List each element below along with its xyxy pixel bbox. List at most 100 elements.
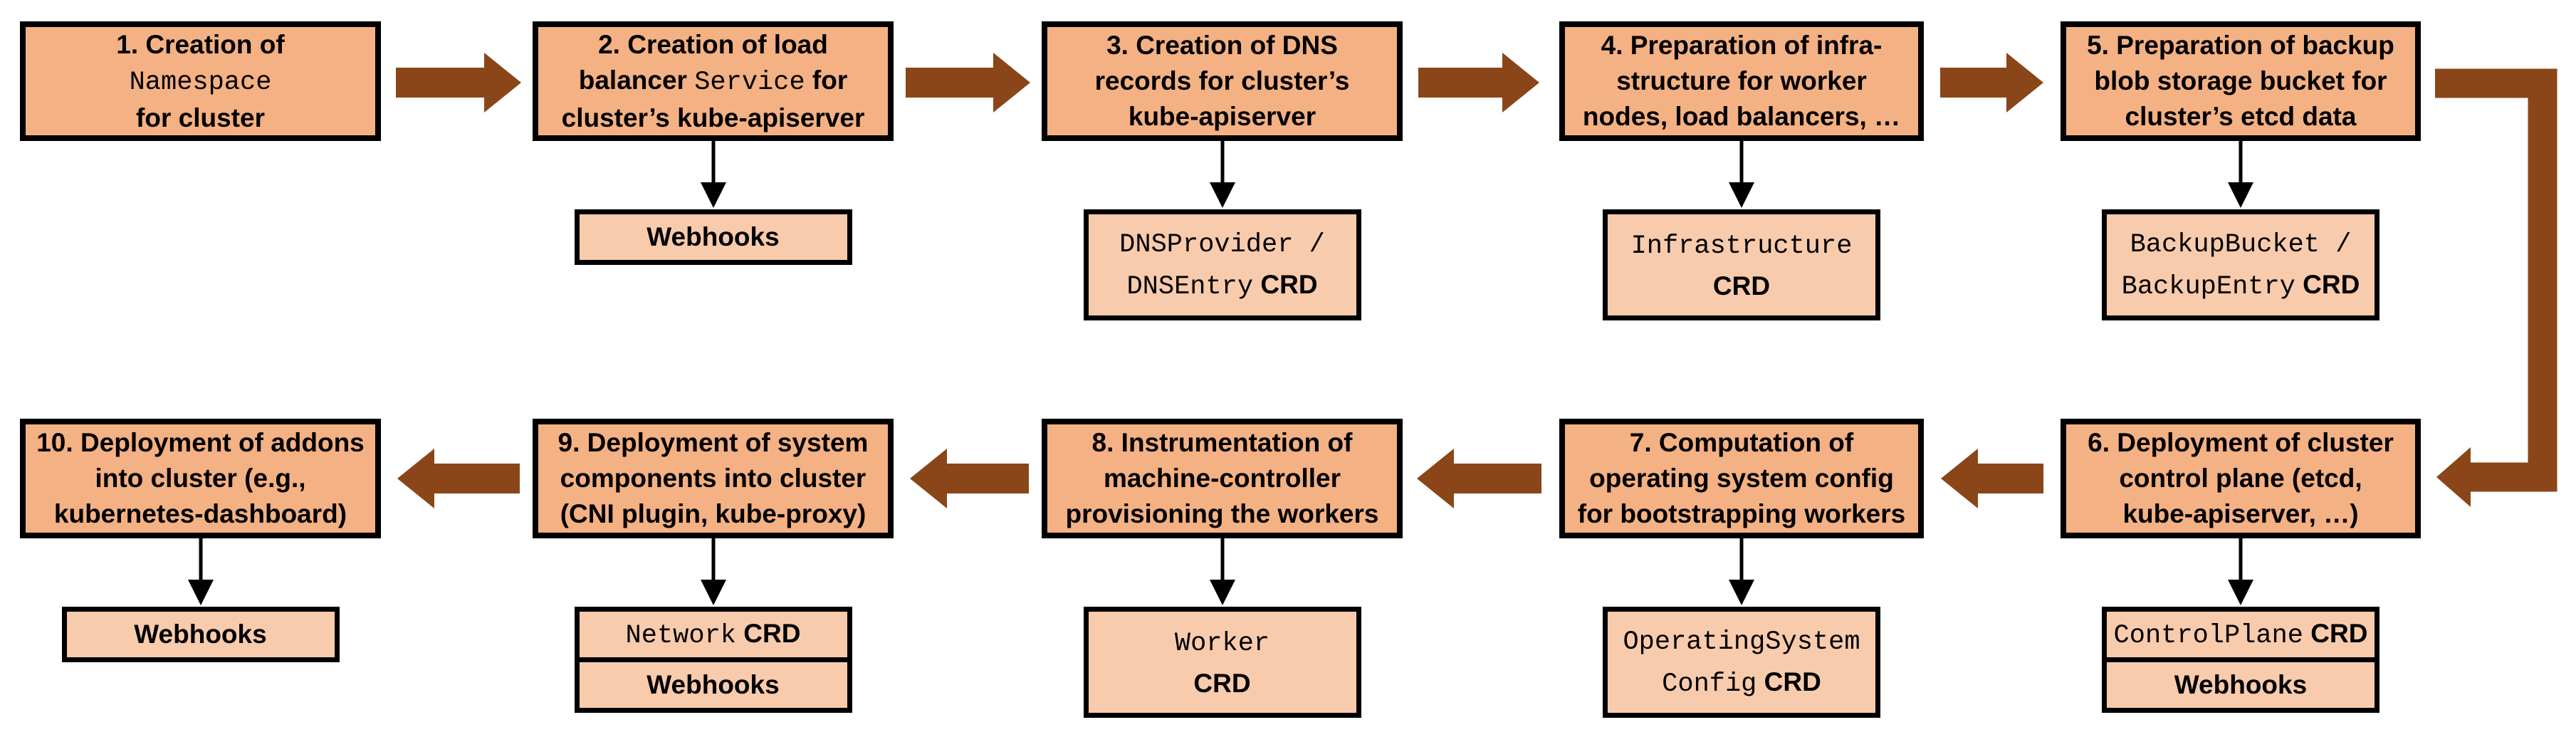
backup-crd-line-1: BackupBucket / [2130, 223, 2352, 265]
step-2-line-2: balancer Service for [579, 63, 848, 100]
down-arrow-icon [1209, 538, 1235, 605]
step-1: 1. Creation of Namespace for cluster [20, 21, 381, 141]
down-arrow-icon [700, 538, 726, 605]
step-2-box: 2. Creation of load balancer Service for… [533, 21, 894, 141]
flow-arrow-right-3-4-icon [1418, 53, 1539, 113]
step-8-line-1: 8. Instrumentation of [1092, 425, 1353, 461]
step-1-box: 1. Creation of Namespace for cluster [20, 21, 381, 141]
step-7-line-3: for bootstrapping workers [1578, 496, 1905, 532]
crd-label: CRD [1253, 270, 1318, 299]
step-6-line-1: 6. Deployment of cluster [2088, 425, 2394, 461]
webhooks-text: Webhooks [134, 620, 267, 649]
crd-label: CRD [2303, 618, 2368, 648]
down-arrow-icon [2228, 538, 2253, 605]
step-3-line-1: 3. Creation of DNS [1106, 28, 1338, 63]
step-9-text: (CNI plugin, kube-proxy) [560, 499, 866, 528]
crd-label: CRD [735, 618, 801, 648]
step-9-text: components into cluster [560, 464, 866, 493]
dns-crd-line-2: DNSEntry CRD [1126, 265, 1317, 307]
crd-label: CRD [1756, 667, 1821, 696]
step-4-text: 4. Preparation of infra- [1601, 31, 1883, 60]
operatingsystem-code-text: OperatingSystem [1623, 627, 1860, 657]
step-10: 10. Deployment of addons into cluster (e… [20, 419, 381, 662]
step-9-sub-stack: Network CRD Webhooks [574, 607, 852, 713]
network-code-text: Network [625, 620, 736, 651]
osc-crd-line-2: Config CRD [1662, 662, 1821, 704]
down-arrow-icon [700, 141, 726, 208]
step-7-text: operating system config [1589, 464, 1894, 493]
service-code-text: Service [694, 67, 805, 98]
step-5-line-2: blob storage bucket for [2094, 63, 2387, 99]
step-10-webhooks-box: Webhooks [61, 607, 340, 662]
step-8-line-3: provisioning the workers [1066, 496, 1379, 532]
step-3-text: 3. Creation of DNS [1106, 31, 1338, 60]
step-8-text: 8. Instrumentation of [1091, 428, 1353, 457]
step-5-text: cluster’s etcd data [2125, 102, 2357, 131]
step-3-line-3: kube-apiserver [1129, 99, 1316, 135]
down-arrow-icon [1209, 141, 1235, 208]
step-6-text: kube-apiserver, …) [2122, 499, 2359, 528]
step-2-text: cluster’s kube-apiserver [561, 103, 865, 132]
flow-arrow-right-4-5-icon [1940, 53, 2043, 113]
step-9-line-3: (CNI plugin, kube-proxy) [560, 496, 866, 532]
step-6-text: control plane (etcd, [2119, 464, 2362, 493]
down-arrow-icon [1729, 141, 1754, 208]
step-8-box: 8. Instrumentation of machine-controller… [1042, 419, 1403, 538]
step-9-crd-box: Network CRD [574, 607, 852, 662]
step-8-line-2: machine-controller [1104, 461, 1341, 496]
step-4-line-1: 4. Preparation of infra- [1601, 28, 1883, 63]
step-2-line-3: cluster’s kube-apiserver [562, 100, 865, 136]
step-2-webhooks-box: Webhooks [574, 209, 852, 265]
step-10-text: into cluster (e.g., [95, 464, 306, 493]
step-9-webhooks-box: Webhooks [574, 657, 852, 713]
step-7-text: for bootstrapping workers [1577, 499, 1906, 528]
step-10-line-3: kubernetes-dashboard) [54, 496, 347, 532]
step-4-text: structure for worker [1616, 66, 1867, 95]
step-1-line-3: for cluster [136, 100, 265, 136]
infrastructure-crd-line-2: CRD [1713, 266, 1770, 306]
step-6-box: 6. Deployment of cluster control plane (… [2061, 419, 2421, 538]
step-6: 6. Deployment of cluster control plane (… [2061, 419, 2421, 713]
flow-arrow-left-8-9-icon [910, 449, 1029, 508]
infrastructure-crd-line-1: Infrastructure [1631, 224, 1853, 266]
step-7-text: 7. Computation of [1629, 428, 1854, 457]
worker-code-text: Worker [1174, 628, 1270, 659]
crd-label: CRD [1712, 271, 1771, 301]
step-1-line-2: Namespace [130, 63, 272, 100]
flow-arrow-elbow-5-6-icon [2435, 68, 2557, 507]
step-1-text: 1. Creation of [116, 29, 285, 59]
down-arrow-icon [1729, 538, 1754, 605]
step-3-line-2: records for cluster’s [1095, 63, 1350, 99]
step-1-line-1: 1. Creation of [116, 27, 284, 63]
step-5-line-3: cluster’s etcd data [2125, 99, 2357, 135]
step-9: 9. Deployment of system components into … [533, 419, 894, 713]
webhooks-label: Webhooks [646, 217, 779, 257]
step-10-text: 10. Deployment of addons [36, 428, 365, 457]
webhooks-label: Webhooks [2174, 665, 2307, 705]
step-5-crd-box: BackupBucket / BackupEntry CRD [2102, 209, 2379, 320]
config-code-text: Config [1662, 669, 1757, 699]
worker-crd-line-2: CRD [1193, 664, 1250, 704]
flow-arrow-left-9-10-icon [397, 449, 520, 508]
backupbucket-code-text: BackupBucket / [2130, 230, 2352, 260]
step-8: 8. Instrumentation of machine-controller… [1042, 419, 1403, 718]
down-arrow-icon [187, 538, 214, 605]
step-5-text: 5. Preparation of backup [2087, 31, 2394, 60]
step-3-text: kube-apiserver [1128, 102, 1316, 131]
step-9-box: 9. Deployment of system components into … [533, 419, 894, 538]
controlplane-code-text: ControlPlane [2113, 620, 2303, 651]
step-10-text: kubernetes-dashboard) [53, 499, 347, 528]
step-10-line-1: 10. Deployment of addons [36, 425, 365, 461]
step-4-box: 4. Preparation of infra- structure for w… [1559, 21, 1924, 141]
step-4-line-3: nodes, load balancers, … [1583, 99, 1900, 135]
step-7: 7. Computation of operating system confi… [1559, 419, 1924, 718]
step-8-text: provisioning the workers [1065, 499, 1379, 528]
step-2-line-1: 2. Creation of load [598, 27, 828, 63]
step-8-crd-box: Worker CRD [1083, 607, 1361, 718]
step-3-box: 3. Creation of DNS records for cluster’s… [1042, 21, 1403, 141]
webhooks-text: Webhooks [646, 222, 780, 251]
step-1-text: for cluster [136, 103, 265, 132]
step-5: 5. Preparation of backup blob storage bu… [2061, 21, 2421, 320]
step-5-text: blob storage bucket for [2094, 66, 2387, 95]
